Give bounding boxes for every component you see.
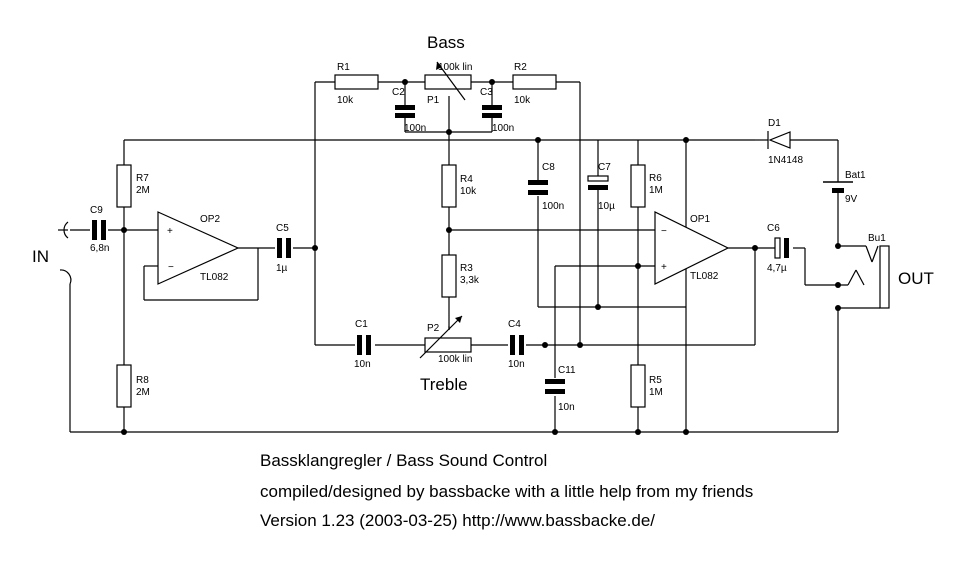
p2-ref: P2 [427, 323, 440, 334]
bat1-ref: Bat1 [845, 170, 866, 181]
r6-value: 1M [649, 185, 663, 196]
bu1-output-jack [838, 245, 890, 309]
r8-value: 2M [136, 387, 150, 398]
c8-value: 100n [542, 201, 564, 212]
d1-ref: D1 [768, 118, 781, 129]
c2-capacitor [395, 105, 415, 118]
in-label: IN [32, 247, 49, 266]
caption-version: Version 1.23 (2003-03-25) http://www.bas… [260, 511, 656, 530]
c3-ref: C3 [480, 87, 493, 98]
r1-resistor [334, 74, 379, 90]
c11-ref: C11 [558, 365, 576, 376]
r3-resistor [441, 254, 457, 298]
c6-electrolytic-capacitor [774, 237, 789, 259]
p2-potentiometer [419, 315, 472, 359]
op2-minus-sign: − [168, 262, 174, 273]
wires [69, 81, 866, 433]
r2-ref: R2 [514, 62, 527, 73]
r8-ref: R8 [136, 375, 149, 386]
r3-value: 3,3k [460, 275, 480, 286]
junctions [121, 79, 841, 435]
c9-ref: C9 [90, 205, 103, 216]
bass-label: Bass [427, 33, 465, 52]
op1-type: TL082 [690, 271, 719, 282]
r5-resistor [630, 364, 646, 408]
op1-amplifier: − + [654, 211, 730, 285]
c7-value: 10µ [598, 201, 615, 212]
bat1-value: 9V [845, 194, 858, 205]
r7-value: 2M [136, 185, 150, 196]
c8-ref: C8 [542, 162, 555, 173]
r4-value: 10k [460, 186, 477, 197]
c5-ref: C5 [276, 223, 289, 234]
c3-capacitor [482, 105, 502, 118]
r7-ref: R7 [136, 173, 149, 184]
c11-capacitor [545, 379, 565, 394]
c1-capacitor [357, 335, 371, 355]
op2-type: TL082 [200, 272, 229, 283]
caption-title: Bassklangregler / Bass Sound Control [260, 451, 548, 470]
p2-value: 100k lin [438, 354, 472, 365]
input-jack [58, 221, 72, 285]
d1-diode [755, 131, 791, 149]
p1-potentiometer [424, 61, 472, 101]
p1-value: 100k lin [438, 62, 472, 73]
op2-ref: OP2 [200, 214, 220, 225]
c1-ref: C1 [355, 319, 368, 330]
r5-value: 1M [649, 387, 663, 398]
bu1-ref: Bu1 [868, 233, 886, 244]
r7-resistor [116, 164, 132, 208]
c2-ref: C2 [392, 87, 405, 98]
op1-minus-sign: − [661, 226, 667, 237]
c9-value: 6,8n [90, 243, 109, 254]
c3-value: 100n [492, 123, 514, 134]
r2-resistor [512, 74, 557, 90]
c6-value: 4,7µ [767, 263, 787, 274]
c4-capacitor [510, 335, 524, 355]
bat1-battery [823, 181, 853, 210]
r1-value: 10k [337, 95, 354, 106]
treble-label: Treble [420, 375, 468, 394]
c4-ref: C4 [508, 319, 521, 330]
c5-value: 1µ [276, 263, 288, 274]
r3-ref: R3 [460, 263, 473, 274]
c7-ref: C7 [598, 162, 611, 173]
c7-electrolytic-capacitor [587, 175, 609, 190]
caption-credits: compiled/designed by bassbacke with a li… [260, 482, 754, 501]
c5-capacitor [277, 238, 291, 258]
op2-plus-sign: + [167, 226, 173, 237]
c4-value: 10n [508, 359, 525, 370]
c1-value: 10n [354, 359, 371, 370]
c2-value: 100n [404, 123, 426, 134]
c11-value: 10n [558, 402, 575, 413]
op1-ref: OP1 [690, 214, 710, 225]
c8-capacitor [528, 180, 548, 195]
r2-value: 10k [514, 95, 531, 106]
r1-ref: R1 [337, 62, 350, 73]
op2-amplifier: + − [157, 211, 240, 285]
c9-capacitor [92, 220, 106, 240]
r8-resistor [116, 364, 132, 408]
p1-ref: P1 [427, 95, 440, 106]
d1-value: 1N4148 [768, 155, 803, 166]
out-label: OUT [898, 269, 934, 288]
r6-resistor [630, 164, 646, 208]
r6-ref: R6 [649, 173, 662, 184]
r5-ref: R5 [649, 375, 662, 386]
r4-ref: R4 [460, 174, 473, 185]
c6-ref: C6 [767, 223, 780, 234]
r4-resistor [441, 164, 457, 208]
op1-plus-sign: + [661, 262, 667, 273]
